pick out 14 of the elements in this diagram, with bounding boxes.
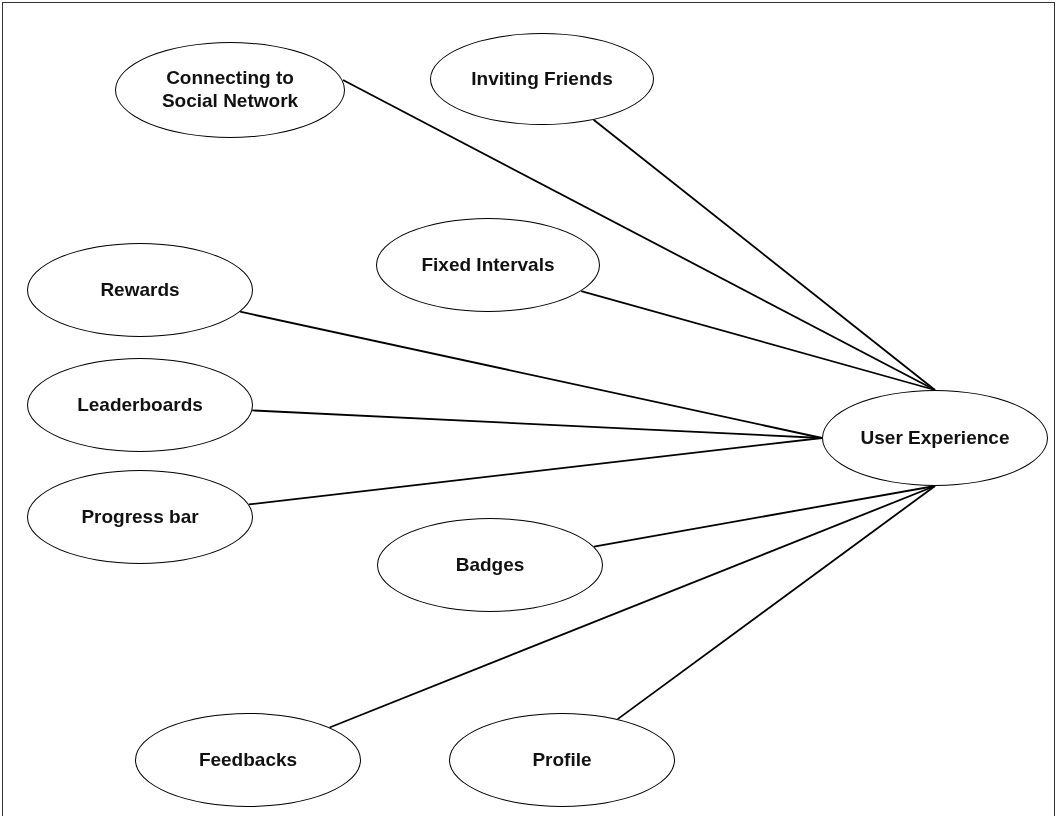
node-label: Feedbacks xyxy=(198,748,298,772)
node-label: Leaderboards xyxy=(77,393,203,417)
node-label: Badges xyxy=(455,553,525,577)
node-label: Connecting to Social Network xyxy=(160,67,300,113)
node-label: Inviting Friends xyxy=(471,67,613,91)
connector-line xyxy=(328,485,936,729)
node-label: Rewards xyxy=(100,278,180,302)
node-label: User Experience xyxy=(860,426,1010,450)
node-label: Fixed Intervals xyxy=(421,253,555,277)
node-label: Profile xyxy=(532,748,592,772)
connector-line xyxy=(247,437,823,506)
node-label: Progress bar xyxy=(81,505,199,529)
connector-line xyxy=(592,118,936,391)
connector-line xyxy=(616,485,936,720)
